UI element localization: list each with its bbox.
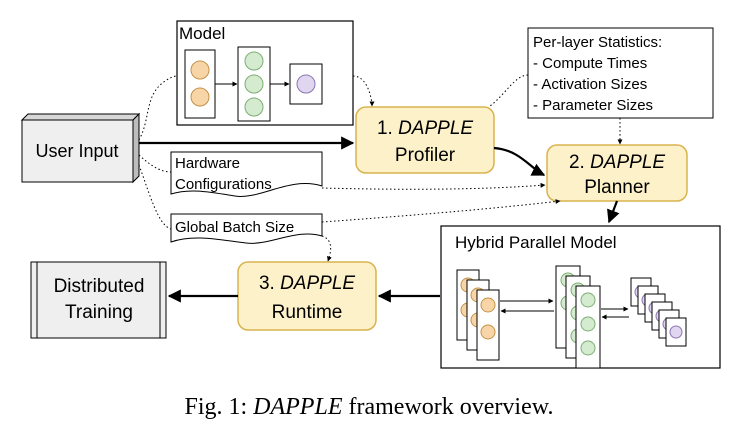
stats-title: Per-layer Statistics: <box>533 34 662 51</box>
hardware-line1: Hardware <box>175 155 240 172</box>
model-to-profiler <box>352 75 375 107</box>
profiler-step: 1. <box>377 118 393 139</box>
model-neuron <box>190 87 210 107</box>
planner-name: DAPPLE <box>590 152 665 173</box>
runtime-name: DAPPLE <box>280 273 355 294</box>
model-neuron <box>244 51 264 71</box>
model-title: Model <box>179 24 225 43</box>
figure-caption: Fig. 1: DAPPLE framework overview. <box>184 394 553 420</box>
stats-item: - Activation Sizes <box>533 76 647 93</box>
planner-node: 2. DAPPLE Planner <box>546 144 688 202</box>
planner-step: 2. <box>569 152 585 173</box>
model-neuron <box>296 74 316 94</box>
hardware-to-planner <box>321 182 546 190</box>
hybrid-stack-input <box>456 269 500 361</box>
stats-item: - Parameter Sizes <box>533 97 653 114</box>
runtime-title: 3. DAPPLE <box>259 273 355 294</box>
caption-suffix: framework overview. <box>342 394 553 420</box>
model-layer-input <box>184 49 216 119</box>
profiler-label: Profiler <box>395 145 456 166</box>
hardware-line2: Configurations <box>175 176 272 193</box>
planner-label: Planner <box>584 177 650 198</box>
profiler-title: 1. DAPPLE <box>377 118 473 139</box>
caption-name: DAPPLE <box>252 394 343 420</box>
hybrid-stack-hidden <box>555 265 601 369</box>
user-input-label: User Input <box>35 141 118 161</box>
model-neuron <box>190 60 210 80</box>
profiler-node: 1. DAPPLE Profiler <box>355 106 495 174</box>
dotted-connectors <box>138 74 623 262</box>
profiler-to-planner <box>493 146 546 176</box>
hybrid-title: Hybrid Parallel Model <box>455 233 617 252</box>
caption-prefix: Fig. 1: <box>184 394 253 420</box>
batch-to-planner <box>321 199 561 223</box>
batch-to-runtime <box>321 235 332 262</box>
runtime-step: 3. <box>259 273 275 294</box>
hardware-doc: Hardware Configurations <box>170 151 323 197</box>
batch-label: Global Batch Size <box>175 219 294 236</box>
model-neuron <box>244 97 264 117</box>
distributed-line1: Distributed <box>54 276 145 297</box>
batch-doc: Global Batch Size <box>170 213 323 244</box>
model-box: Model <box>176 20 354 126</box>
userinput-to-model <box>138 75 178 141</box>
planner-to-hybrid <box>607 200 620 224</box>
runtime-node: 3. DAPPLE Runtime <box>237 261 377 331</box>
planner-title: 2. DAPPLE <box>569 152 665 173</box>
solid-connectors <box>139 136 620 303</box>
hybrid-box: Hybrid Parallel Model <box>440 225 721 369</box>
hybrid-edges <box>500 298 629 320</box>
distributed-line2: Training <box>65 302 133 323</box>
stats-to-profiler <box>489 74 529 107</box>
userinput-to-hardware <box>138 154 172 173</box>
profiler-name: DAPPLE <box>398 118 473 139</box>
runtime-label: Runtime <box>272 302 343 323</box>
stats-box: Per-layer Statistics: - Compute Times - … <box>527 27 714 119</box>
model-neuron <box>244 74 264 94</box>
userinput-to-batch <box>138 164 172 230</box>
user-input-box: User Input <box>20 112 141 184</box>
distributed-box: Distributed Training <box>30 261 167 339</box>
hybrid-stack-output <box>630 277 687 347</box>
stats-item: - Compute Times <box>533 55 647 72</box>
